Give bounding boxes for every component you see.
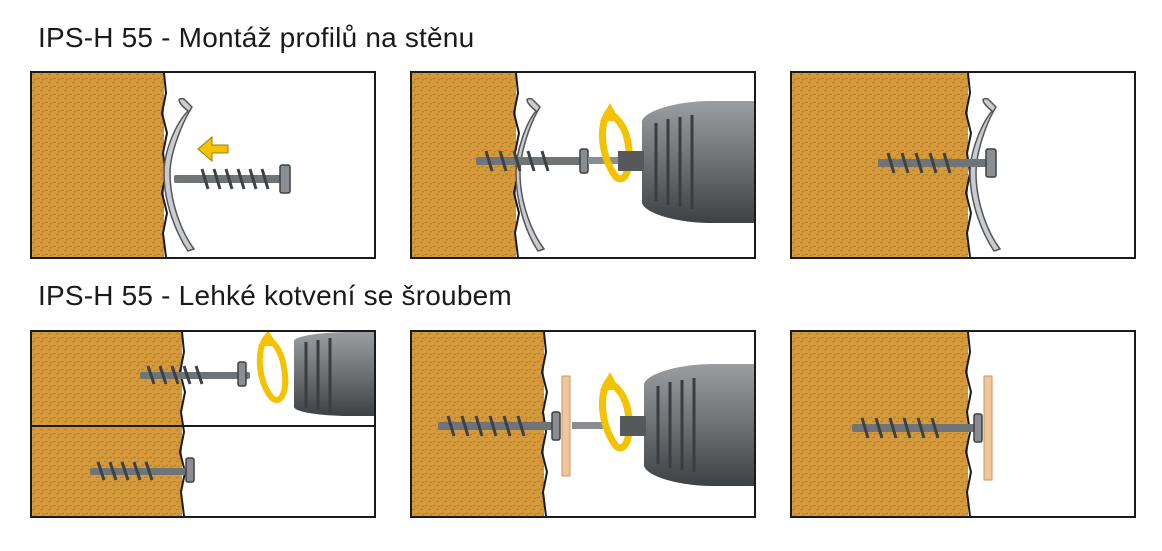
step-panel-anchor-result (790, 330, 1136, 518)
screw-anchor-icon (90, 468, 190, 475)
step-illustration (792, 73, 1002, 257)
step-panel-profile-drill (410, 71, 756, 259)
wall-edge (178, 332, 187, 516)
wall-profile-icon (969, 97, 1002, 252)
rotation-arrow-icon (599, 377, 633, 452)
wall-profile-icon (163, 97, 196, 252)
wood-strip (983, 375, 993, 481)
screw-anchor-icon (140, 372, 250, 379)
wall-profile-icon (515, 97, 546, 252)
wood-strip (561, 375, 571, 477)
push-arrow-icon (197, 135, 229, 163)
step-illustration (32, 332, 374, 516)
step-illustration (32, 73, 291, 257)
wall-edge (964, 332, 973, 516)
screw-anchor-icon (438, 422, 556, 430)
step-illustration (412, 332, 754, 516)
section-title-wall-profile: IPS-H 55 - Montáž profilů na stěnu (38, 22, 475, 53)
section-title-light-anchoring: IPS-H 55 - Lehké kotvení se šroubem (38, 280, 512, 311)
wall-block (32, 73, 164, 257)
step-illustration (412, 73, 754, 257)
step-illustration (792, 332, 993, 516)
rotation-arrow-icon (599, 108, 633, 183)
drill-icon (641, 101, 754, 223)
step-panel-anchor-drill (410, 330, 756, 518)
screw-anchor-icon (852, 424, 978, 432)
drill-icon (643, 364, 754, 486)
step-panel-profile-insert (30, 71, 376, 259)
drill-icon (293, 332, 374, 416)
step-panel-anchor-drill-split (30, 330, 376, 518)
rotation-arrow-icon (256, 334, 289, 403)
wall-block (32, 332, 182, 516)
step-panel-profile-result (790, 71, 1136, 259)
